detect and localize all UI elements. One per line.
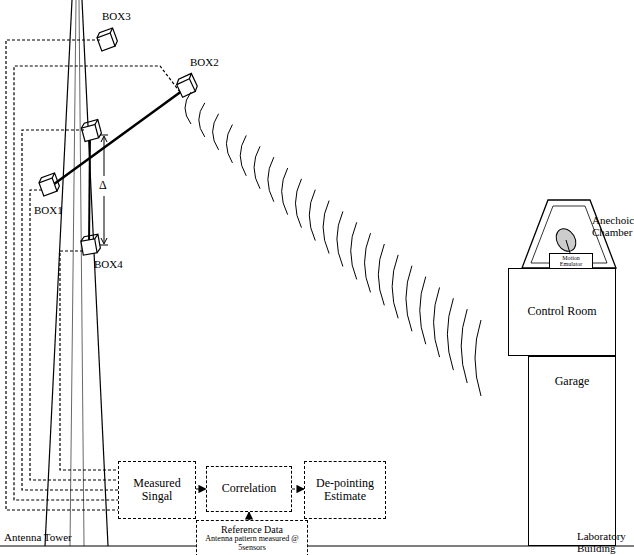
node-title: De-pointing Estimate [308, 477, 382, 503]
flow-arrow [196, 488, 206, 489]
wave-arc [226, 125, 232, 163]
wave-arc [295, 179, 301, 228]
process-box: Measured Singal [118, 461, 196, 519]
node-title: Correlation [222, 482, 277, 495]
signal-wire [6, 40, 180, 510]
box-label: BOX2 [190, 56, 219, 68]
box-label: BOX3 [102, 10, 131, 22]
node-title: Control Room [527, 305, 596, 318]
sensor-mast [89, 135, 90, 245]
wave-arc [475, 320, 481, 396]
sensor-box [38, 28, 199, 255]
emulator-box: Motion Emulator [549, 253, 593, 269]
wave-arc [365, 233, 371, 292]
wave-arc [282, 168, 288, 215]
process-box: De-pointing Estimate [304, 461, 386, 519]
box-label: BOX1 [34, 204, 63, 216]
wave-arc [447, 298, 453, 370]
antenna-tower [45, 0, 108, 546]
flow-arrow [292, 488, 304, 489]
wave-arc [420, 277, 426, 345]
wave-arc [461, 309, 467, 383]
dish-antenna [552, 225, 580, 255]
callout-label: Anechoic Chamber [592, 214, 632, 238]
wave-arc [185, 92, 191, 124]
wave-arc [337, 211, 343, 266]
wave-arc [199, 103, 205, 137]
node-note: Antenna pattern measured @ 5sensors [200, 535, 304, 553]
node-title: Garage [555, 375, 590, 388]
wave-arc [268, 157, 274, 202]
wave-arc [351, 222, 357, 279]
process-box: Reference DataAntenna pattern measured @… [196, 520, 308, 555]
box-label: BOX4 [94, 258, 123, 270]
flow-arrow [248, 512, 249, 520]
wave-arc [213, 114, 219, 150]
building-room: Control Room [508, 268, 616, 356]
dimension-line [100, 135, 108, 245]
node-title: Measured Singal [122, 477, 192, 503]
wave-arc [240, 135, 246, 175]
dimension-label: Δ [99, 179, 107, 192]
caption-label: Laboratory Building [577, 530, 632, 554]
wave-arc [309, 190, 315, 241]
wave-arc [434, 287, 440, 357]
wave-arc [406, 266, 412, 332]
sensor-arm [50, 88, 186, 187]
building-room: Garage [528, 356, 616, 546]
radio-waves [185, 92, 481, 396]
caption-label: Antenna Tower [4, 531, 72, 543]
node-title: Motion Emulator [551, 255, 591, 267]
wave-arc [254, 146, 260, 188]
wave-arc [392, 255, 398, 318]
wave-arc [378, 244, 384, 305]
node-title: Reference Data [221, 524, 283, 535]
wave-arc [323, 201, 329, 254]
process-box: Correlation [206, 466, 292, 512]
